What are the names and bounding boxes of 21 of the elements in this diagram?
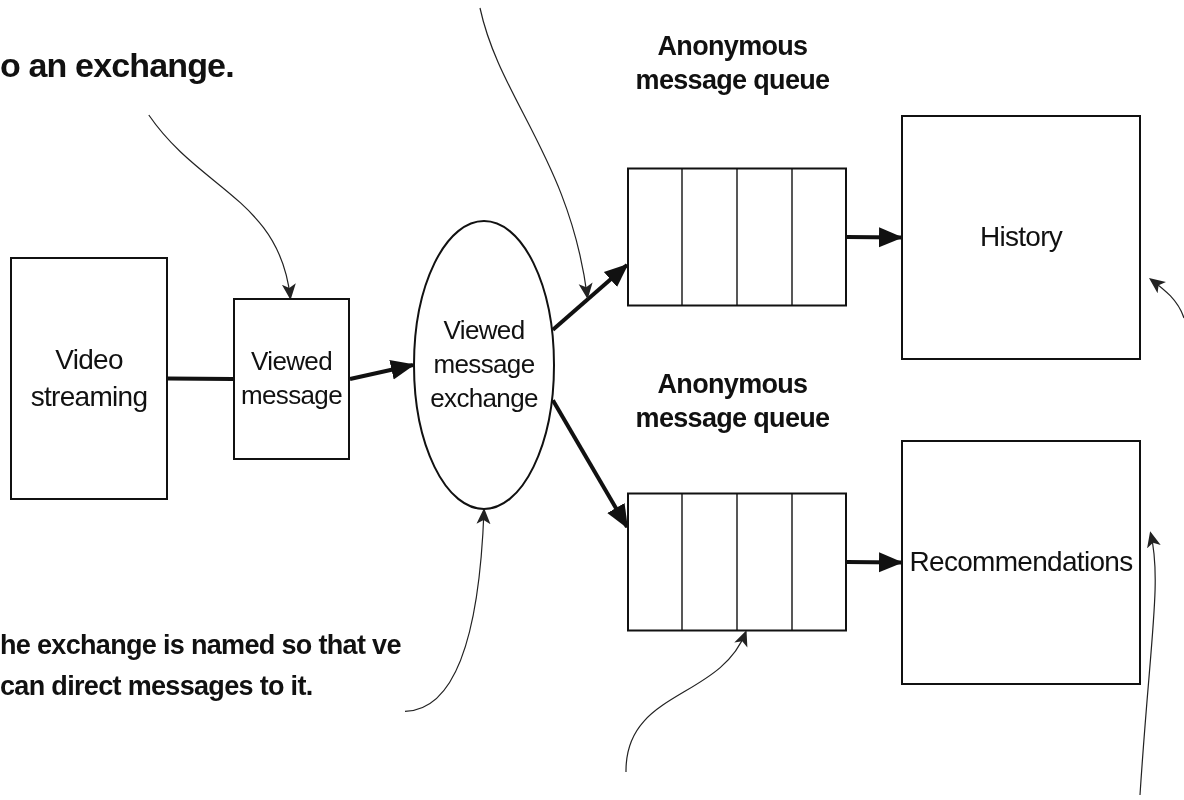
leader-line — [479, 7, 593, 300]
service-box: Video streaming — [10, 257, 168, 500]
leader-line — [1139, 531, 1161, 796]
leader-line — [404, 508, 491, 712]
arrow — [551, 263, 629, 332]
callout-note: o an exchange. — [0, 40, 240, 100]
service-box: History — [901, 115, 1141, 360]
exchange-ellipse: Viewed message exchange — [413, 220, 555, 510]
leader-line — [148, 114, 295, 300]
arrow — [846, 227, 903, 248]
leader-line — [1149, 277, 1184, 319]
message-box: Viewed message — [233, 298, 350, 460]
service-box: Recommendations — [901, 440, 1141, 685]
arrow — [846, 552, 903, 573]
arrow — [349, 360, 415, 381]
queue-heading: Anonymous message queue — [634, 368, 831, 435]
leader-line — [625, 630, 747, 773]
callout-note: he exchange is named so that ve can direct messages to it. — [0, 625, 405, 745]
connector-line — [168, 376, 233, 381]
arrow — [551, 399, 629, 529]
queue-heading: Anonymous message queue — [634, 30, 831, 97]
